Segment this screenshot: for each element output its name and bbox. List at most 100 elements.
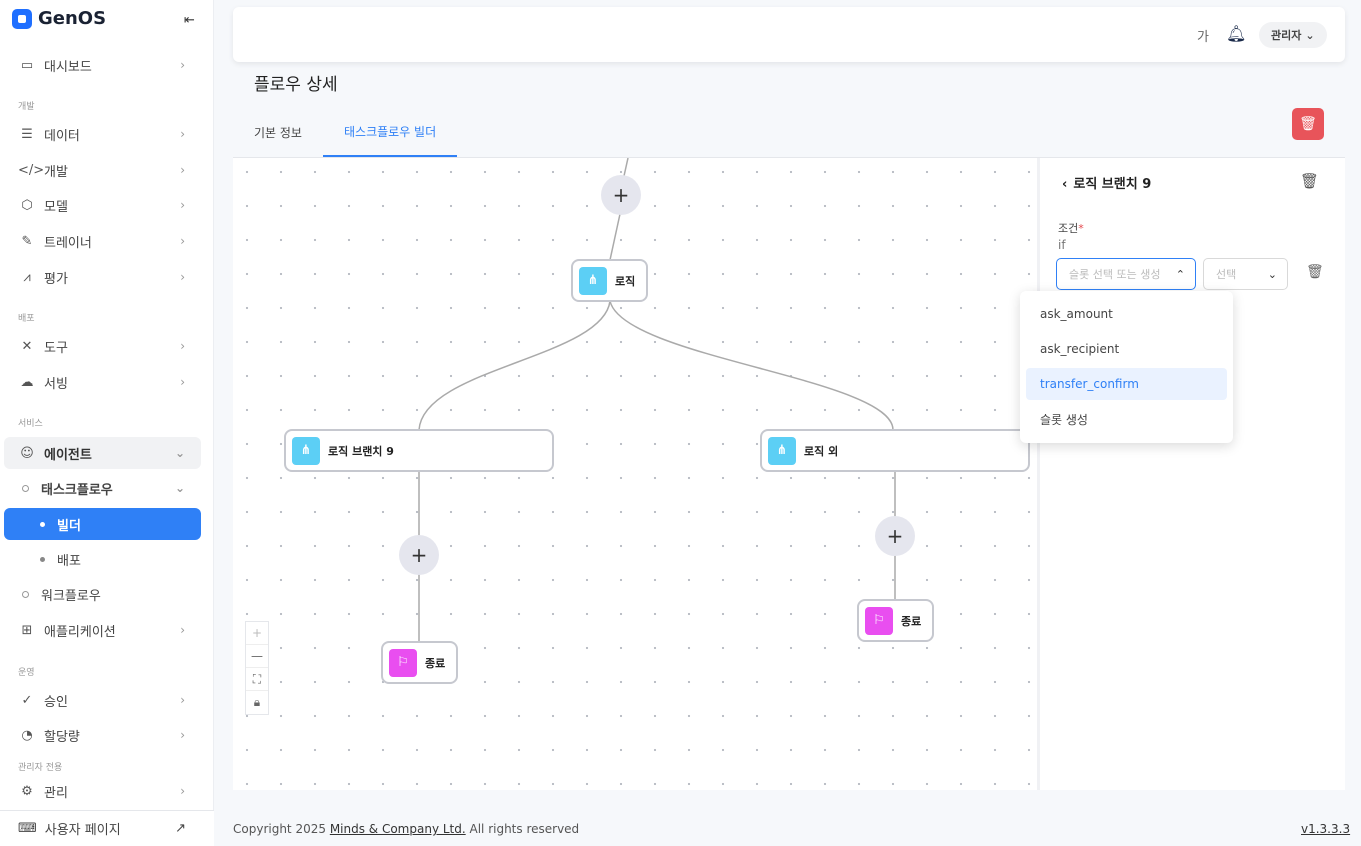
add-node-button[interactable]: + bbox=[875, 516, 915, 556]
user-page-link[interactable]: ⌨사용자 페이지↗ bbox=[0, 810, 214, 846]
flag-icon: ⚐ bbox=[389, 648, 417, 677]
pencil-icon: ✎ bbox=[21, 233, 33, 249]
sidebar-item-serving[interactable]: ☁서빙› bbox=[4, 366, 201, 398]
canvas-controls: + — ⛶ 🔒︎ bbox=[245, 621, 269, 715]
dropdown-option-create-slot[interactable]: 슬롯 생성 bbox=[1040, 412, 1088, 427]
dropdown-option[interactable]: ask_amount bbox=[1040, 307, 1113, 321]
node-end[interactable]: ⚐종료 bbox=[381, 641, 458, 684]
tab-taskflow-builder[interactable]: 태스크플로우 빌더 bbox=[323, 108, 458, 157]
label: 개발 bbox=[44, 164, 68, 180]
label: 할당량 bbox=[44, 729, 80, 745]
text: Copyright 2025 bbox=[233, 822, 330, 836]
node-label: 로직 bbox=[615, 274, 636, 288]
delete-flow-button[interactable]: 🗑︎ bbox=[1292, 108, 1324, 140]
chevron-down-icon: ⌄ bbox=[174, 446, 185, 460]
sidebar: GenOS ⇤ ▭대시보드› 개발 ☰데이터› </>개발› ⬡모델› ✎트레이… bbox=[0, 0, 214, 846]
label: 빌더 bbox=[57, 518, 81, 534]
sidebar-item-dashboard[interactable]: ▭대시보드› bbox=[4, 49, 201, 81]
edge bbox=[418, 300, 611, 431]
cube-icon: ⬡ bbox=[21, 197, 33, 213]
check-icon: ✓ bbox=[21, 692, 33, 708]
dropdown-option[interactable]: transfer_confirm bbox=[1026, 368, 1227, 400]
node-logic-else[interactable]: ⋔로직 외 bbox=[760, 429, 1030, 472]
apps-icon: ⊞ bbox=[21, 622, 33, 638]
page-title: 플로우 상세 bbox=[254, 75, 338, 95]
label: 조건 bbox=[1058, 222, 1079, 235]
flag-icon: ⚐ bbox=[865, 606, 893, 635]
genos-logo-icon bbox=[12, 8, 32, 29]
node-settings-panel: ‹로직 브랜치 9 🗑︎ 조건* if 슬롯 선택 또는 생성⌃ 선택⌄ 🗑︎ bbox=[1037, 158, 1345, 790]
sidebar-item-apps[interactable]: ⊞ 애플리케이션 › bbox=[4, 614, 201, 646]
chevron-right-icon: › bbox=[180, 234, 185, 248]
bell-icon[interactable]: 🔔︎ bbox=[1226, 24, 1247, 43]
dropdown-option[interactable]: ask_recipient bbox=[1040, 342, 1120, 356]
tabs: 기본 정보 태스크플로우 빌더 bbox=[233, 108, 1345, 158]
chevron-right-icon: › bbox=[180, 163, 185, 177]
chevron-right-icon: › bbox=[180, 784, 185, 798]
label: 평가 bbox=[44, 271, 68, 287]
sidebar-item-admin[interactable]: ⚙관리› bbox=[4, 776, 201, 806]
zoom-out-button[interactable]: — bbox=[246, 645, 268, 668]
sidebar-item-eval[interactable]: ⩘평가› bbox=[4, 261, 201, 293]
label: 서빙 bbox=[44, 376, 68, 392]
external-link-icon: ↗ bbox=[175, 821, 186, 836]
company-link[interactable]: Minds & Company Ltd. bbox=[329, 822, 466, 836]
user-menu[interactable]: 관리자⌄ bbox=[1259, 22, 1327, 48]
label: 승인 bbox=[44, 694, 68, 710]
node-label: 종료 bbox=[901, 614, 922, 628]
node-logic-branch-9[interactable]: ⋔로직 브랜치 9 bbox=[284, 429, 554, 472]
trash-icon: 🗑︎ bbox=[1299, 116, 1317, 132]
sidebar-item-data[interactable]: ☰데이터› bbox=[4, 118, 201, 150]
node-end[interactable]: ⚐ 종료 bbox=[857, 599, 934, 642]
delete-node-icon[interactable]: 🗑︎ bbox=[1300, 172, 1320, 190]
required-mark: * bbox=[1078, 222, 1084, 235]
sidebar-item-deploy[interactable]: 배포 bbox=[4, 543, 201, 575]
sidebar-item-quota[interactable]: ◔할당량› bbox=[4, 719, 201, 751]
font-size-toggle[interactable]: 가 bbox=[1197, 30, 1209, 45]
add-node-button[interactable]: + bbox=[601, 175, 641, 215]
sidebar-item-agent[interactable]: ☺에이전트⌄ bbox=[4, 437, 201, 469]
chat-icon: ⌨ bbox=[18, 821, 37, 836]
sidebar-item-trainer[interactable]: ✎ 트레이너 › bbox=[4, 225, 201, 257]
panel-back-button[interactable]: ‹로직 브랜치 9 bbox=[1062, 173, 1151, 192]
label: 도구 bbox=[44, 340, 68, 356]
copyright: Copyright 2025 Minds & Company Ltd. All … bbox=[233, 822, 579, 836]
fit-view-button[interactable]: ⛶ bbox=[246, 668, 268, 691]
label: 트레이너 bbox=[44, 235, 92, 251]
sidebar-item-workflow[interactable]: 워크플로우 bbox=[4, 578, 201, 610]
sidebar-item-tools[interactable]: ✕도구› bbox=[4, 330, 201, 362]
sidebar-item-builder[interactable]: 빌더 bbox=[4, 508, 201, 540]
sidebar-item-dev[interactable]: </>개발› bbox=[4, 154, 201, 186]
pie-chart-icon: ◔ bbox=[21, 727, 33, 743]
node-logic[interactable]: ⋔ 로직 bbox=[571, 259, 648, 302]
chevron-right-icon: › bbox=[180, 339, 185, 353]
text: All rights reserved bbox=[465, 822, 580, 836]
placeholder: 슬롯 선택 또는 생성 bbox=[1069, 268, 1161, 281]
flow-canvas[interactable]: + ⋔로직 ⋔로직 브랜치 9 ⋔로직 외 + + ⚐종료 ⚐종료 + — ⛶ … bbox=[233, 158, 1037, 790]
operator-select[interactable]: 선택⌄ bbox=[1203, 258, 1288, 290]
gear-icon: ⚙ bbox=[21, 783, 33, 799]
chevron-right-icon: › bbox=[180, 198, 185, 212]
sidebar-item-taskflow[interactable]: 태스크플로우⌄ bbox=[4, 472, 201, 504]
chevron-down-icon: ⌄ bbox=[1267, 267, 1277, 281]
slot-select[interactable]: 슬롯 선택 또는 생성⌃ bbox=[1056, 258, 1196, 290]
node-label: 로직 외 bbox=[804, 444, 839, 458]
logo[interactable]: GenOS bbox=[12, 8, 106, 29]
add-node-button[interactable]: + bbox=[399, 535, 439, 575]
bot-icon: ☺ bbox=[20, 445, 34, 461]
sidebar-item-model[interactable]: ⬡모델› bbox=[4, 189, 201, 221]
app-name: GenOS bbox=[38, 8, 107, 29]
tab-basic-info[interactable]: 기본 정보 bbox=[254, 126, 302, 140]
chevron-right-icon: › bbox=[180, 270, 185, 284]
zoom-in-button[interactable]: + bbox=[246, 622, 268, 645]
delete-condition-icon[interactable]: 🗑︎ bbox=[1306, 264, 1324, 280]
collapse-sidebar-icon[interactable]: ⇤ bbox=[184, 13, 195, 28]
if-label: if bbox=[1058, 238, 1066, 252]
branch-icon: ⋔ bbox=[579, 266, 607, 295]
chevron-right-icon: › bbox=[180, 623, 185, 637]
lock-button[interactable]: 🔒︎ bbox=[253, 695, 261, 709]
label: 애플리케이션 bbox=[44, 624, 116, 640]
chevron-right-icon: › bbox=[180, 58, 185, 72]
version-link[interactable]: v1.3.3.3 bbox=[1301, 822, 1351, 836]
sidebar-item-approval[interactable]: ✓승인› bbox=[4, 684, 201, 716]
